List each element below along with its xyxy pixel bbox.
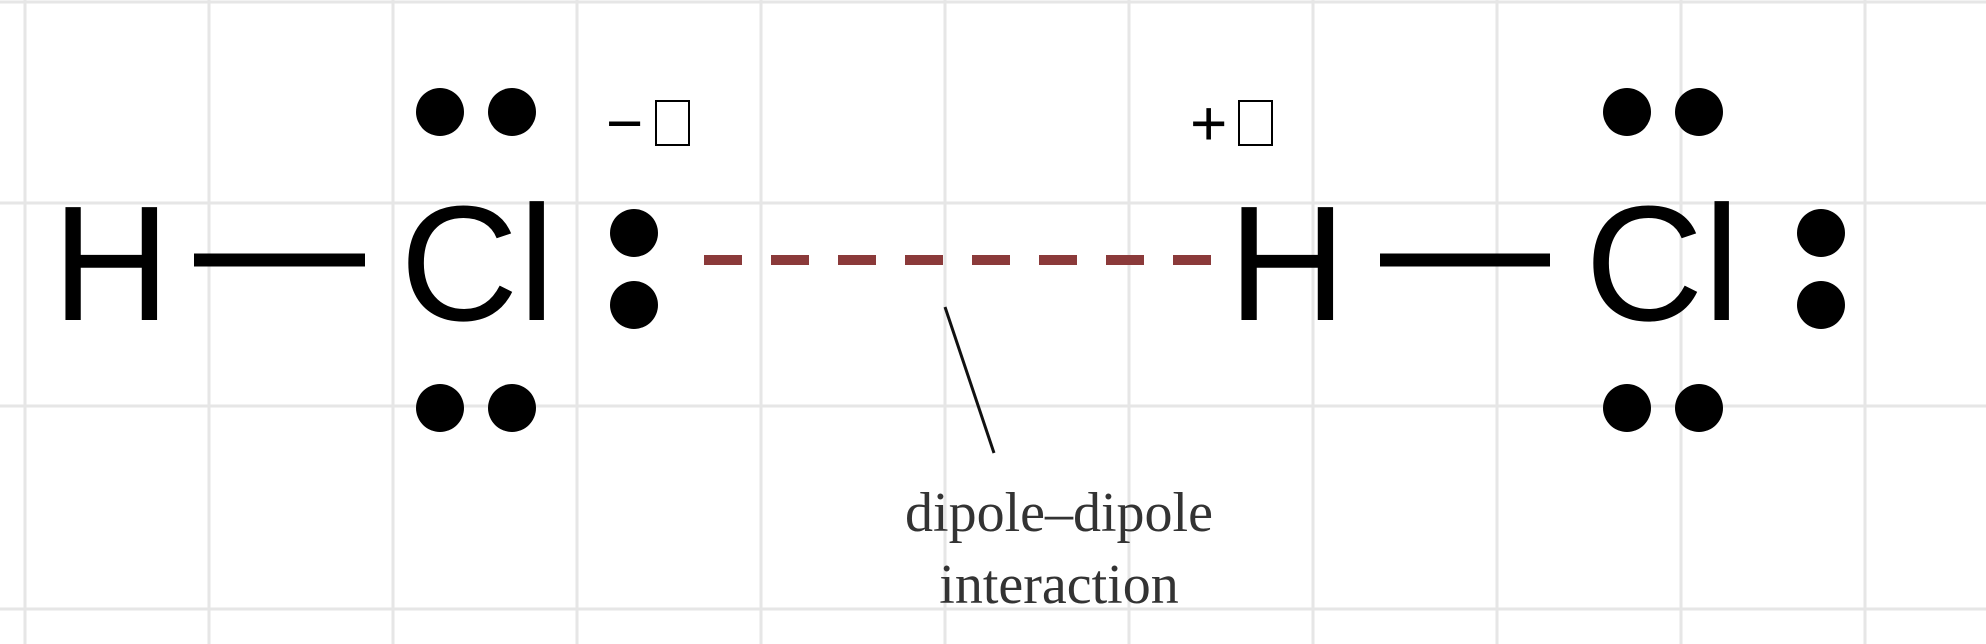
annotation-leader-line bbox=[943, 306, 996, 454]
annotation-label-line1: dipole–dipole bbox=[905, 482, 1213, 544]
partial-charge-box-right bbox=[1238, 100, 1273, 146]
lone-pair-bottom-right bbox=[1603, 384, 1723, 432]
lone-pair-bottom-left bbox=[416, 384, 536, 432]
molecule-left-hcl: H Cl − bbox=[52, 87, 690, 432]
lone-pair-top-right bbox=[1603, 88, 1723, 136]
partial-charge-sign-right: + bbox=[1190, 87, 1227, 159]
lone-pair-right-right bbox=[1797, 209, 1845, 329]
molecule-right-hcl: H Cl + bbox=[1190, 87, 1845, 432]
chlorine-atom-right: Cl bbox=[1585, 172, 1740, 355]
hydrogen-atom-right: H bbox=[1228, 172, 1346, 355]
partial-charge-sign-left: − bbox=[606, 87, 643, 159]
lone-pair-right-left bbox=[610, 209, 658, 329]
partial-negative-charge: − bbox=[606, 87, 690, 159]
partial-positive-charge: + bbox=[1190, 87, 1273, 159]
chlorine-atom-left: Cl bbox=[400, 172, 555, 355]
partial-charge-box-left bbox=[655, 100, 690, 146]
annotation-label-line2: interaction bbox=[939, 554, 1178, 616]
lone-pair-top-left bbox=[416, 88, 536, 136]
hydrogen-atom-left: H bbox=[52, 172, 170, 355]
